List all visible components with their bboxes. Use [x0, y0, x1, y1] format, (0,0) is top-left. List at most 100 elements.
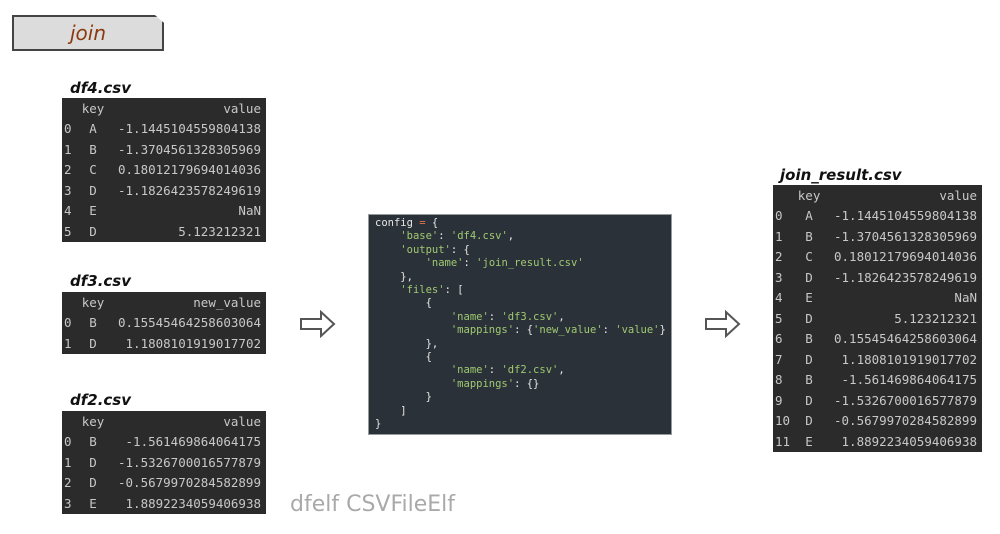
value-cell: 5.123212321 [894, 310, 977, 326]
row-index: 0 [775, 208, 783, 224]
code-token: 'files' [400, 284, 445, 297]
table-header-row: key value [773, 185, 982, 206]
code-token: : [488, 310, 502, 323]
column-header: key [81, 413, 105, 429]
row-index: 2 [775, 249, 783, 265]
code-line: 'name': 'join_result.csv' [375, 257, 665, 270]
code-token: : [463, 257, 477, 270]
code-token: { [375, 351, 432, 364]
code-token [375, 244, 400, 256]
df3-title: df3.csv [70, 272, 131, 290]
row-index: 1 [775, 228, 783, 244]
key-cell: C [805, 249, 813, 265]
column-header [62, 98, 76, 119]
code-token: 'base' [400, 230, 439, 243]
row-index: 2 [64, 475, 72, 491]
key-cell: A [89, 121, 97, 137]
code-token: 'name' [425, 257, 464, 270]
value-cell: -1.561469864064175 [125, 434, 261, 450]
value-cell: -1.561469864064175 [841, 372, 977, 388]
value-cell: -0.5679970284582899 [834, 413, 977, 429]
column-header [62, 292, 76, 313]
row-index: 3 [775, 269, 783, 285]
code-token: } [659, 324, 666, 337]
column-header: key [797, 187, 821, 203]
row-index: 5 [64, 223, 72, 239]
code-token [375, 364, 451, 376]
row-index: 4 [64, 203, 72, 219]
code-line: { [375, 297, 665, 310]
code-line: 'mappings': {'new_value': 'value'} [375, 324, 666, 337]
column-header: new_value [193, 294, 261, 310]
code-line: 'base': 'df4.csv', [375, 230, 665, 243]
join-label: join [12, 15, 164, 51]
row-index: 5 [775, 310, 783, 326]
code-token: : {} [514, 377, 540, 390]
value-cell: 1.1808101919017702 [125, 335, 261, 351]
code-line: 'mappings': {} [375, 378, 665, 391]
code-token: : [602, 324, 616, 337]
value-cell: 0.18012179694014036 [118, 162, 261, 178]
table-row: 4 E NaN [62, 201, 266, 222]
code-token: 'mappings' [450, 324, 515, 337]
code-token: : { [450, 243, 470, 256]
key-cell: D [89, 454, 97, 470]
df2-title: df2.csv [70, 391, 131, 409]
code-line: } [375, 391, 665, 404]
column-header [773, 185, 792, 206]
value-cell: 0.15545464258603064 [834, 331, 977, 347]
key-cell: B [89, 434, 97, 450]
row-index: 1 [64, 454, 72, 470]
key-cell: E [805, 433, 813, 449]
key-cell: C [89, 162, 97, 178]
column-header: value [223, 100, 261, 116]
code-token: , [558, 310, 565, 323]
code-line: config = { [375, 217, 665, 230]
code-token: config [375, 217, 420, 229]
code-token: 'name' [450, 310, 489, 323]
column-header: value [939, 187, 977, 203]
row-index: 11 [775, 433, 791, 449]
code-token: , [558, 364, 565, 377]
code-token: { [375, 297, 432, 310]
key-cell: B [805, 372, 813, 388]
key-cell: A [805, 208, 813, 224]
code-token: = [419, 217, 426, 229]
key-cell: E [89, 203, 97, 219]
code-token: 'output' [400, 243, 451, 256]
config-code-block: config = { 'base': 'df4.csv', 'output': … [368, 214, 672, 435]
code-token: : [ [444, 284, 464, 297]
code-token: : { [514, 324, 534, 337]
value-cell: -1.1445104559804138 [118, 121, 261, 137]
code-token [375, 284, 400, 296]
code-token: 'value' [615, 324, 660, 337]
df4-title: df4.csv [70, 79, 131, 97]
code-token: 'df2.csv' [501, 364, 559, 377]
watermark: dfelf CSVFileElf [290, 492, 456, 517]
row-index: 1 [64, 141, 72, 157]
value-cell: NaN [238, 203, 261, 219]
value-cell: NaN [954, 290, 977, 306]
code-token: ] [375, 404, 407, 417]
key-cell: D [89, 223, 97, 239]
code-line: 'name': 'df3.csv', [375, 311, 665, 324]
row-index: 7 [775, 351, 783, 367]
code-token [375, 378, 451, 390]
code-line: } [375, 418, 665, 431]
